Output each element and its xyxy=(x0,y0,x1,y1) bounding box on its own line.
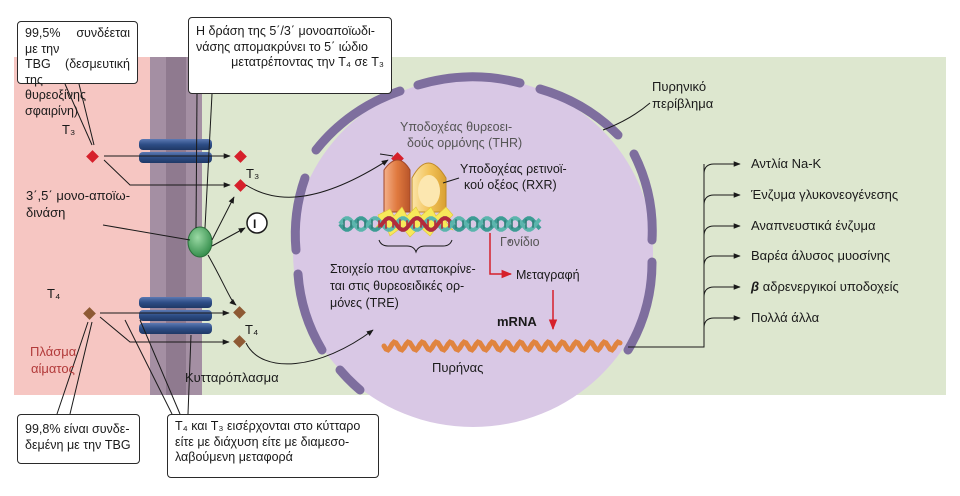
callout-tbg-line-3: θυρεοξίνης σφαιρίνη) xyxy=(25,88,87,118)
effect-item: Πολλά άλλα xyxy=(751,310,820,325)
t4-plasma-label: T₄ xyxy=(47,286,60,301)
transcription-arrow xyxy=(489,233,513,279)
inhibition-circle xyxy=(246,212,268,234)
callout-tbg998-line-1: 99,8% είναι συνδε- xyxy=(25,422,130,436)
tre-dna-segment xyxy=(378,216,452,232)
callout-tbg-line-2: TBG (δεσμευτική της xyxy=(25,57,130,87)
tre-label-3: μόνες (TRE) xyxy=(330,296,399,310)
effect-arrow xyxy=(703,253,741,267)
nuclear-envelope-label-1: Πυρηνικό xyxy=(652,79,706,94)
t4-cell-molecule-2 xyxy=(233,335,246,348)
callout-deiodinase-line-2: νάσης απομακρύνει το 5΄ ιώδιο xyxy=(196,39,368,54)
tre-bracket xyxy=(378,239,453,254)
t4-plasma-molecule xyxy=(83,307,96,320)
thr-label-1: Υποδοχέας θυρεοει- xyxy=(400,120,512,134)
effects-list: Αντλία Na-K Ένζυμα γλυκονεογένεσηςΑναπνευ… xyxy=(750,156,899,325)
rxr-highlight xyxy=(418,175,440,207)
rxr-label-2: κού οξέος (RXR) xyxy=(464,178,557,192)
effect-arrow xyxy=(703,192,741,206)
nuclear-envelope xyxy=(290,72,657,395)
deiodinase-enzyme xyxy=(187,226,213,258)
effect-arrow xyxy=(703,223,741,237)
plasma-region xyxy=(14,57,154,395)
tre-label-2: ται στις θυρεοειδικές ορ- xyxy=(330,279,464,293)
callout-deiodinase-line-1: Η δράση της 5΄/3΄ μονοαποϊωδι- xyxy=(196,24,375,38)
deiodinase-label-2: δινάση xyxy=(26,205,65,220)
thr-label-2: δούς ορμόνης (THR) xyxy=(407,136,522,150)
callout-deiodinase-line-3: μετατρέποντας την T₄ σε T₃ xyxy=(231,55,384,69)
callout-tbg998-line-2: δεμένη με την TBG xyxy=(25,437,131,452)
t4-cell-label: T₄ xyxy=(245,322,258,337)
callout-leaders xyxy=(56,83,651,415)
callout-deiodinase-action: Η δράση της 5΄/3΄ μονοαποϊωδι- νάσης απο… xyxy=(188,17,392,94)
callout-entry-line-1: T₄ και T₃ εισέρχονται στο κύτταρο xyxy=(175,419,361,433)
t3-plasma-molecule xyxy=(86,150,99,163)
plasma-label-2: αίματος xyxy=(31,361,75,376)
callout-cell-entry: T₄ και T₃ εισέρχονται στο κύτταρο είτε μ… xyxy=(167,414,379,478)
effect-item: Βαρέα άλυσος μυοσίνης xyxy=(751,248,890,263)
effect-arrow xyxy=(703,284,741,298)
mrna-label: mRNA xyxy=(497,314,537,329)
effect-item: Ένζυμα γλυκονεογένεσης xyxy=(750,187,898,202)
membrane-core xyxy=(166,57,186,395)
plasma-label-1: Πλάσμα xyxy=(30,344,77,359)
rxr-label-1: Υποδοχέας ρετινοϊ- xyxy=(460,162,567,176)
effects-trunk xyxy=(628,164,705,348)
t3-cell-molecule-1 xyxy=(234,150,247,163)
callout-entry-line-2: είτε με διάχυση είτε με διαμεσο- xyxy=(175,434,350,449)
transporter-bottom xyxy=(139,297,212,334)
effect-item: Αντλία Na-K xyxy=(751,156,822,171)
effect-item: β αδρενεργικοί υποδοχείς xyxy=(750,279,899,294)
nucleus-label: Πυρήνας xyxy=(432,360,483,375)
callout-tbg-line-1: 99,5% συνδέεται με την xyxy=(25,26,130,56)
t3-plasma-label: T₃ xyxy=(62,122,75,137)
transporter-top xyxy=(139,139,212,163)
mrna-strand xyxy=(381,339,623,353)
deiodinase-label-1: 3΄,5΄ μονο-αποϊω- xyxy=(26,188,130,203)
effect-item: Αναπνευστικά ένζυμα xyxy=(751,218,876,233)
callout-tbg-998: 99,8% είναι συνδε- δεμένη με την TBG xyxy=(17,414,140,464)
cytoplasm-label: Κυτταρόπλασμα xyxy=(185,370,279,385)
effects-arrows xyxy=(628,161,741,348)
callout-entry-line-3: λαβούμενη μεταφορά xyxy=(175,450,293,464)
effect-arrow xyxy=(703,161,741,175)
transport-arrows xyxy=(99,153,389,365)
gene-label: Γονίδιο xyxy=(500,235,540,249)
tre-label-1: Στοιχείο που ανταποκρίνε- xyxy=(330,262,476,276)
inhibition-label: I xyxy=(253,217,256,231)
callout-tbg: 99,5% συνδέεται με την TBG (δεσμευτική τ… xyxy=(17,21,138,118)
thr-receptor xyxy=(383,159,411,213)
t3-cell-label: T₃ xyxy=(246,166,259,181)
gene-dna xyxy=(338,216,542,232)
t3-cell-molecule-2 xyxy=(234,179,247,192)
nuclear-envelope-label-2: περίβλημα xyxy=(652,96,714,111)
effect-arrow xyxy=(703,315,741,329)
t4-cell-molecule-1 xyxy=(233,306,246,319)
transcription-label: Μεταγραφή xyxy=(516,268,580,282)
